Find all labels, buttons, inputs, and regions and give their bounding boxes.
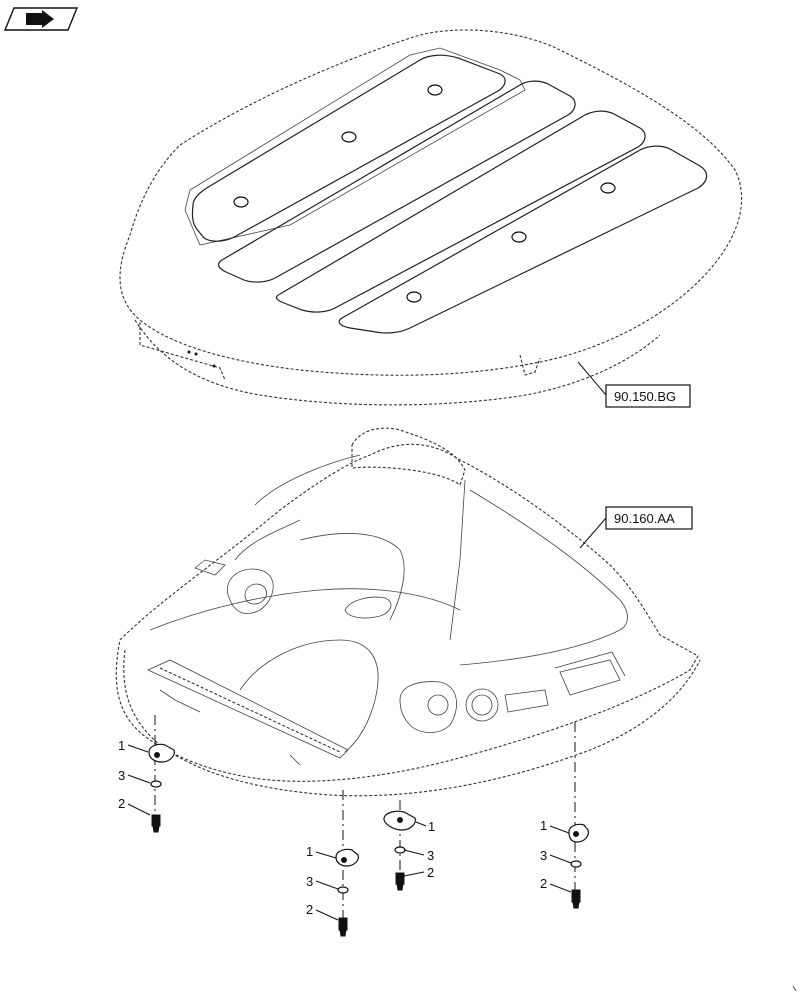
roof-headliner-panel — [119, 29, 743, 406]
reference-label-lower: 90.160.AA — [614, 511, 675, 526]
callout-1: 1 — [540, 818, 547, 833]
reference-90-150-bg[interactable]: 90.150.BG — [577, 361, 691, 408]
fastener-assembly-middle-left: 1 3 2 — [306, 790, 359, 937]
callout-3: 3 — [427, 848, 434, 863]
callout-1: 1 — [306, 844, 313, 859]
callout-2: 2 — [118, 796, 125, 811]
corner-mark — [792, 985, 797, 992]
callout-3: 3 — [118, 768, 125, 783]
callout-3: 3 — [540, 848, 547, 863]
callout-2: 2 — [306, 902, 313, 917]
fastener-assembly-right: 1 3 2 — [540, 722, 589, 909]
callout-3: 3 — [306, 874, 313, 889]
next-page-arrow-icon[interactable] — [3, 7, 79, 31]
callout-1: 1 — [428, 819, 435, 834]
reference-90-160-aa[interactable]: 90.160.AA — [579, 506, 693, 549]
callout-2: 2 — [540, 876, 547, 891]
reference-label-upper: 90.150.BG — [614, 389, 676, 404]
callout-1: 1 — [118, 738, 125, 753]
callout-2: 2 — [427, 865, 434, 880]
fastener-assembly-left: 1 3 2 — [118, 715, 175, 833]
cab-lower-shell — [115, 427, 701, 797]
fastener-assembly-middle-right: 1 3 2 — [383, 800, 435, 891]
